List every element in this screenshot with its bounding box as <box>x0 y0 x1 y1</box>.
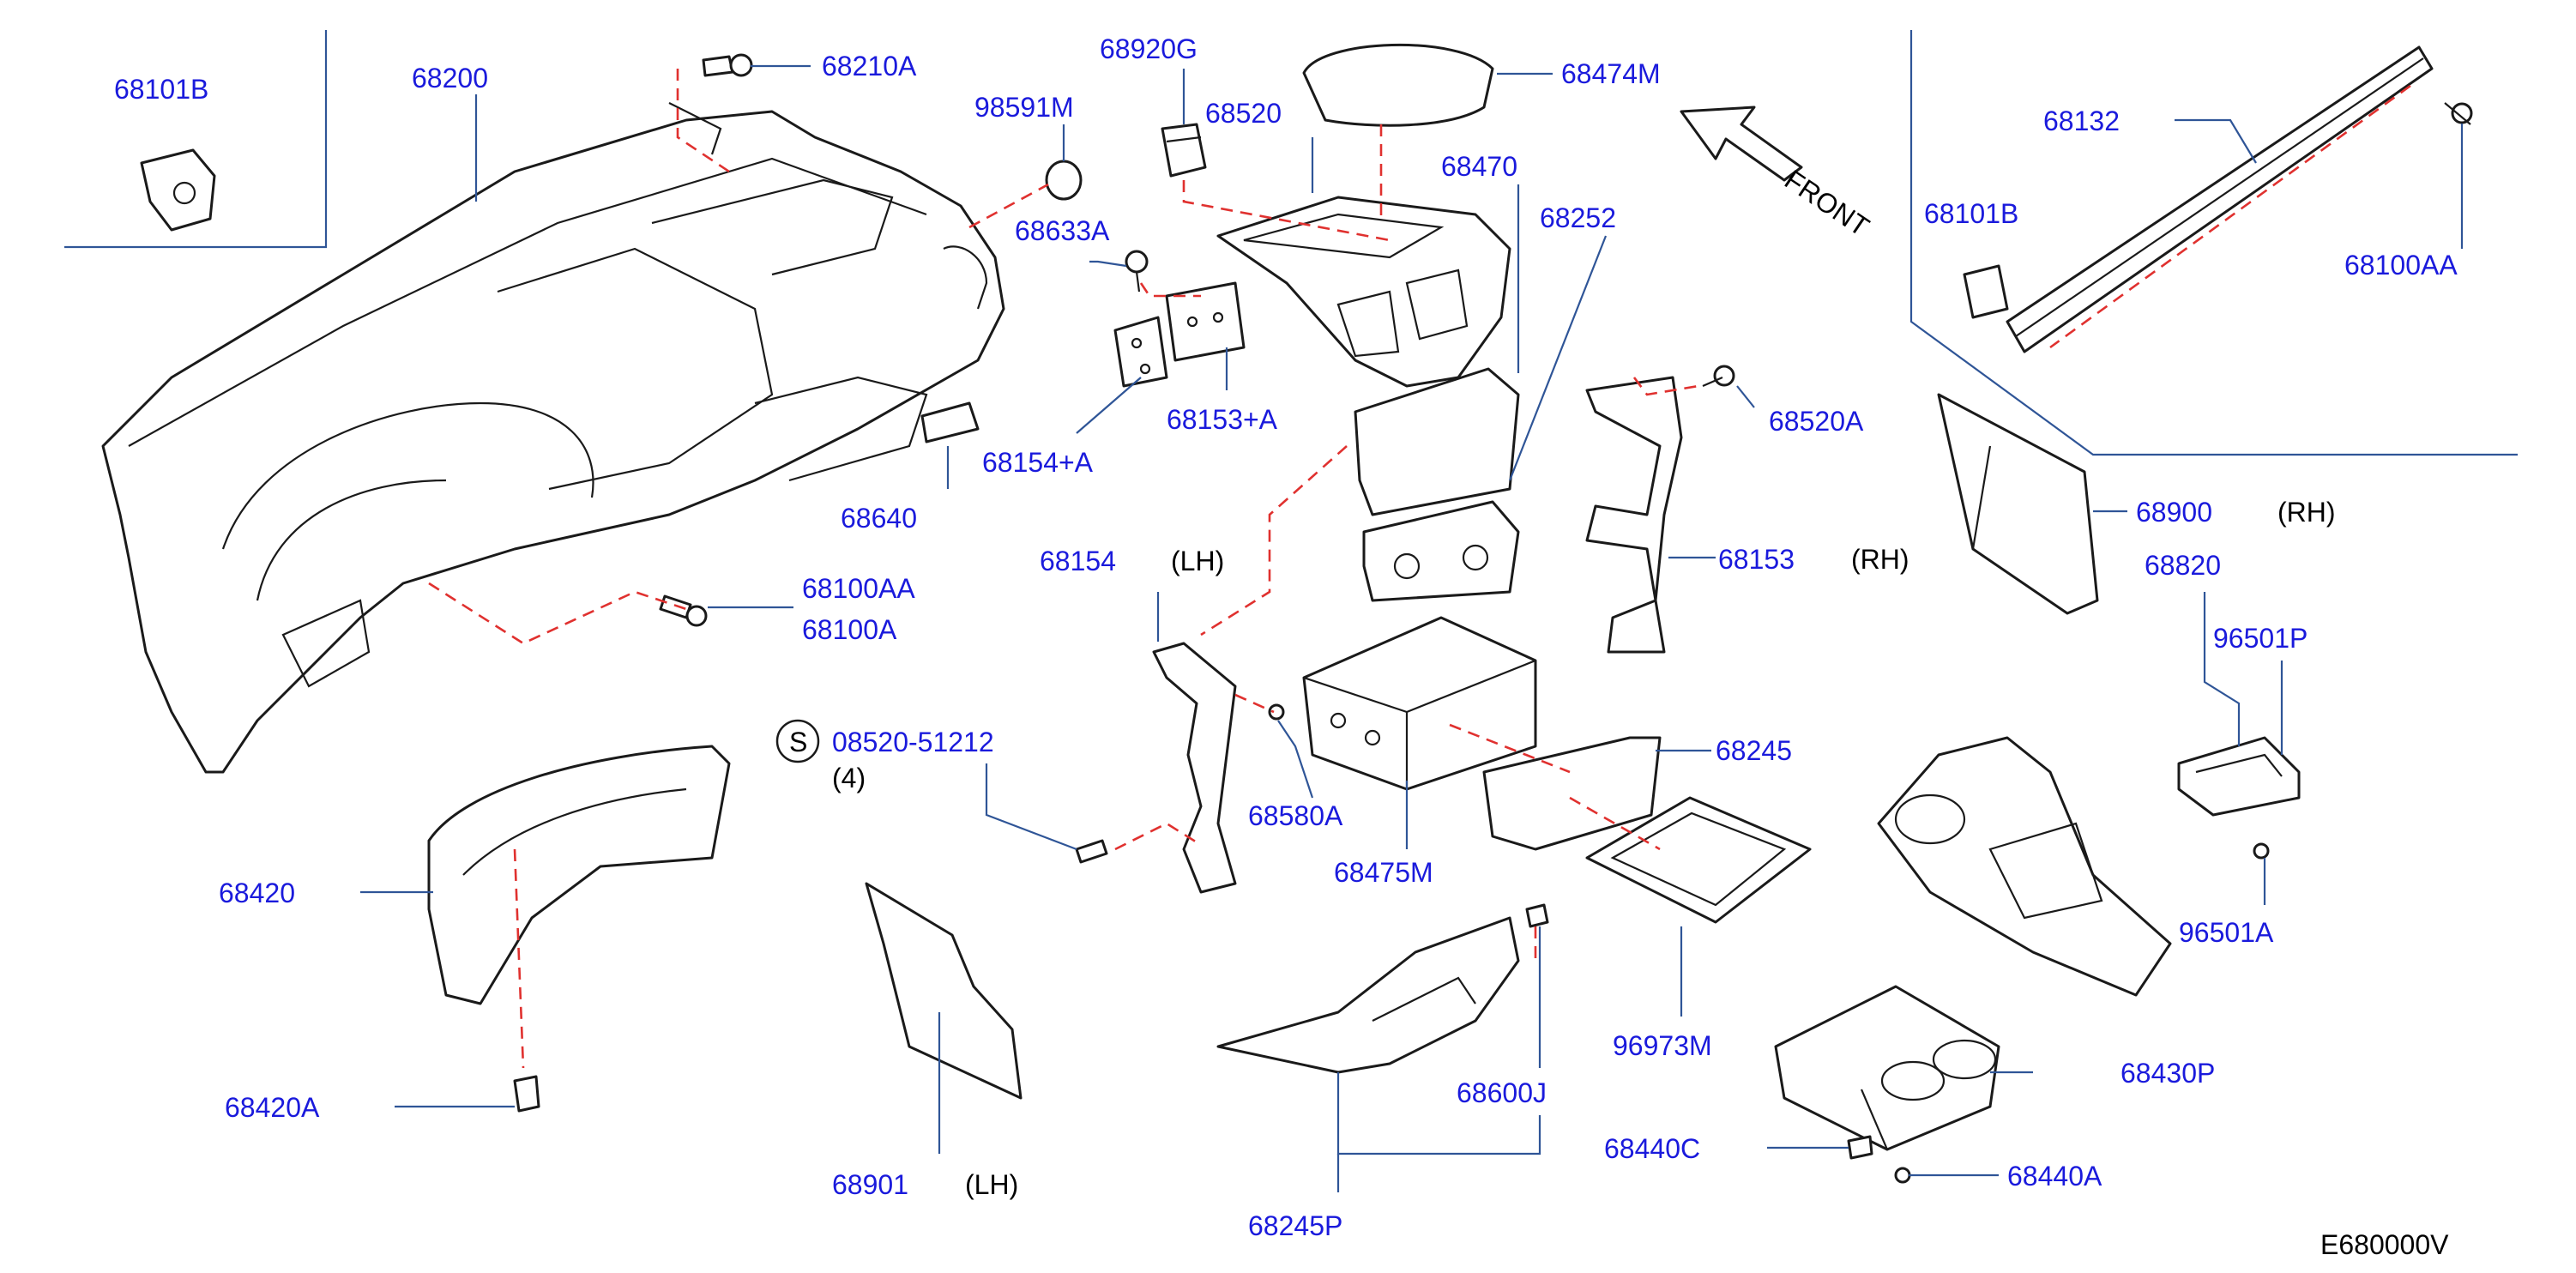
label-front: FRONT <box>1779 164 1874 242</box>
label-68210A: 68210A <box>822 51 917 81</box>
clip-68101B-right-graphic <box>1963 264 2009 319</box>
label-68245: 68245 <box>1716 735 1792 766</box>
bracket-68154A-graphic <box>1113 316 1168 388</box>
label-68132: 68132 <box>2043 106 2120 136</box>
label-08520-51212: 08520-51212 <box>832 727 994 757</box>
bracket-68153A-graphic <box>1165 281 1246 362</box>
label-diagram-code: E680000V <box>2320 1229 2449 1260</box>
label-68470: 68470 <box>1441 151 1517 182</box>
front-arrow-icon <box>1680 106 1803 182</box>
screw-68633A-graphic <box>1125 250 1149 293</box>
bracket-68154-graphic <box>1152 642 1237 894</box>
label-68420: 68420 <box>219 878 295 908</box>
label-68245P: 68245P <box>1248 1210 1342 1241</box>
label-68100AA-left: 68100AA <box>802 573 915 604</box>
label-68100AA-right: 68100AA <box>2344 250 2458 281</box>
label-s-symbol: S <box>789 727 807 757</box>
bar-68132-graphic <box>2006 45 2434 353</box>
label-68153: 68153 <box>1718 544 1795 575</box>
s-symbol-circle <box>775 719 820 763</box>
label-68100A: 68100A <box>802 614 897 645</box>
label-qty-4: (4) <box>832 763 866 793</box>
cupholder-68430P-graphic <box>1774 985 2000 1151</box>
screw-08520-51212-graphic <box>1075 839 1108 864</box>
finisher-68245P-graphic <box>1216 916 1520 1074</box>
mat-96973M-graphic <box>1585 796 1812 924</box>
label-68820: 68820 <box>2145 550 2221 581</box>
label-68440A: 68440A <box>2007 1161 2102 1192</box>
bolt-68100A-graphic <box>659 594 708 627</box>
screw-68520A-graphic <box>1702 365 1735 388</box>
label-68520: 68520 <box>1205 98 1282 129</box>
label-68154-lh: (LH) <box>1171 546 1224 576</box>
label-68153A: 68153+A <box>1167 404 1278 435</box>
screw-68580A-graphic <box>1268 703 1285 721</box>
leader-lines <box>360 64 2464 1192</box>
clip-68440C-graphic <box>1847 1135 1873 1160</box>
finisher-68420-graphic <box>427 745 731 1005</box>
label-68430P: 68430P <box>2121 1058 2215 1089</box>
label-68440C: 68440C <box>1604 1133 1700 1164</box>
label-68633A: 68633A <box>1015 215 1110 246</box>
label-96501P: 96501P <box>2213 623 2308 654</box>
label-68200: 68200 <box>412 63 488 94</box>
bolt-68210A-graphic <box>702 53 753 77</box>
clip-68600J-graphic <box>1525 903 1549 928</box>
panel-68640-graphic <box>920 401 980 443</box>
bracket-68153-graphic <box>1585 376 1683 654</box>
label-68101B-left: 68101B <box>114 74 208 105</box>
assembly-dashed-lines <box>428 69 2411 1069</box>
console-68820-graphic <box>1877 736 2172 997</box>
label-68520A: 68520A <box>1769 406 1864 437</box>
label-68474M: 68474M <box>1561 58 1661 89</box>
screw-68440A-graphic <box>1894 1167 1911 1184</box>
box-68900-graphic <box>1937 393 2099 615</box>
label-68420A: 68420A <box>225 1092 320 1123</box>
screw-96501A-graphic <box>2253 842 2270 860</box>
label-68901-lh: (LH) <box>965 1169 1018 1200</box>
ashtray-96501P-graphic <box>2177 736 2301 817</box>
switch-68920G-graphic <box>1161 123 1207 178</box>
label-68154: 68154 <box>1040 546 1116 576</box>
label-68252: 68252 <box>1540 202 1616 233</box>
label-96501A: 96501A <box>2179 917 2274 948</box>
lid-68474M-graphic <box>1302 43 1494 127</box>
clip-68101B-left-graphic <box>140 148 216 232</box>
panel-68470-graphic <box>1354 367 1520 516</box>
label-68101B-right: 68101B <box>1924 198 2018 229</box>
label-68640: 68640 <box>841 503 917 534</box>
label-68600J: 68600J <box>1457 1077 1547 1108</box>
panel-68901-graphic <box>865 882 1023 1100</box>
cap-98591M-graphic <box>1045 160 1083 201</box>
bolt-68100AA-right-graphic <box>2444 102 2473 125</box>
panel-68252-graphic <box>1362 500 1520 602</box>
dashboard-panel-graphic <box>101 102 1005 774</box>
frame-lines <box>64 30 2518 456</box>
label-68475M: 68475M <box>1334 857 1433 888</box>
screw-68420A-graphic <box>513 1075 540 1113</box>
center-bezel-68520-graphic <box>1216 196 1511 388</box>
label-68153-rh: (RH) <box>1851 544 1909 575</box>
label-68920G: 68920G <box>1100 33 1198 64</box>
pocket-68475M-graphic <box>1302 616 1537 791</box>
label-96973M: 96973M <box>1613 1030 1712 1061</box>
label-68900: 68900 <box>2136 497 2212 528</box>
label-68580A: 68580A <box>1248 800 1343 831</box>
bezel-68245-graphic <box>1482 736 1662 851</box>
label-98591M: 98591M <box>974 92 1074 123</box>
label-68901: 68901 <box>832 1169 908 1200</box>
label-68154A: 68154+A <box>982 447 1094 478</box>
label-68900-rh: (RH) <box>2277 497 2336 528</box>
